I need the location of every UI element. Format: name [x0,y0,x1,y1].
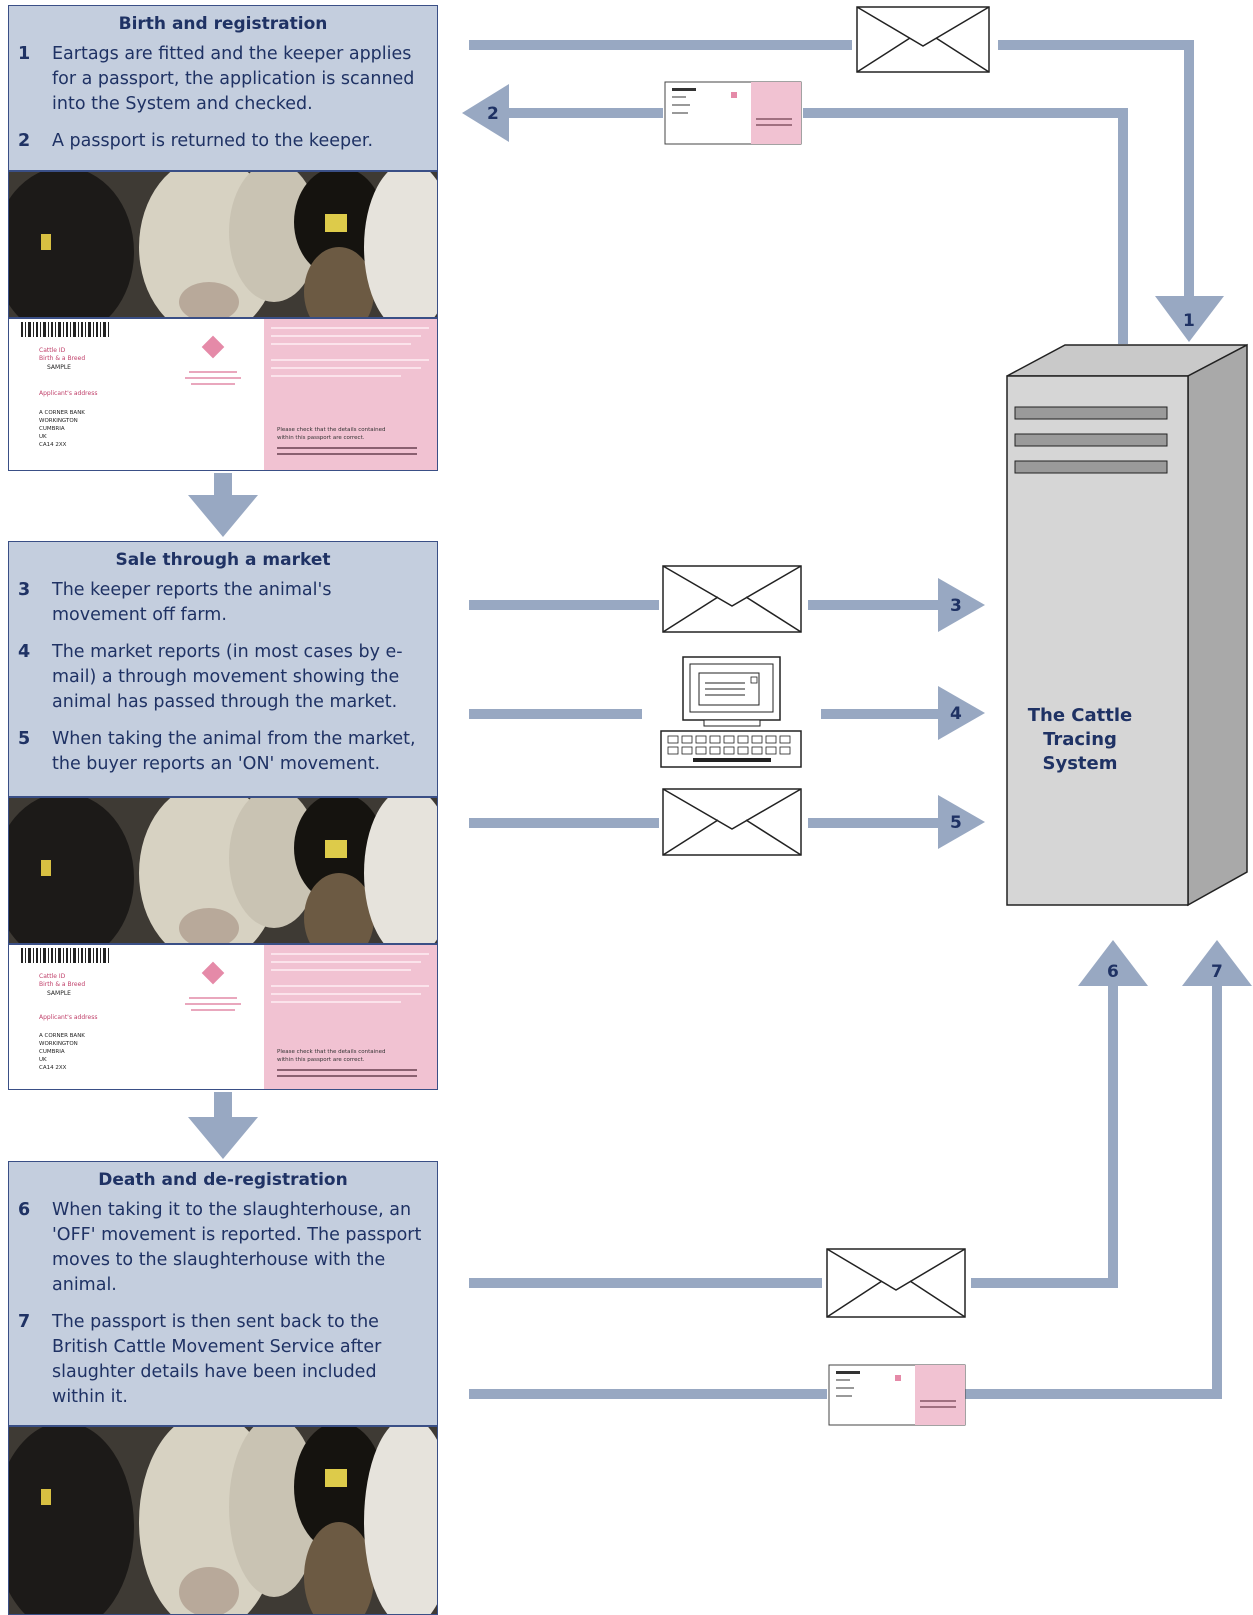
server-label-line2: Tracing System [1042,729,1118,774]
passport-text: Applicant's address [39,1014,97,1021]
step-text: A passport is returned to the keeper. [52,131,374,151]
passport-text: CA14 2XX [39,442,67,448]
arrow-2 [462,84,1128,344]
passport-text: within this passport are correct. [277,435,365,441]
step-number: 1 [18,44,31,64]
step-text: When taking it to the slaughterhouse, an… [52,1200,422,1295]
cattle-photo [8,171,438,318]
passport-text: Cattle ID [39,347,66,354]
step-1: 1 Eartags are fitted and the keeper appl… [9,42,437,117]
step-4: 4 The market reports (in most cases by e… [9,640,437,715]
passport-text: A CORNER BANK [39,410,85,416]
passport-text: CUMBRIA [39,1049,65,1055]
passport-document: Cattle ID Birth & a Breed SAMPLE Applica… [8,318,438,471]
step-number: 5 [18,729,31,749]
passport-icon [664,81,802,145]
envelope-icon [856,6,990,73]
passport-text: Please check that the details contained [277,427,386,433]
passport-text: Cattle ID [39,973,66,980]
arrow-4 [469,686,985,740]
step-number: 7 [18,1312,31,1332]
panel-death-deregistration: Death and de-registration 6 When taking … [8,1161,438,1426]
step-7: 7 The passport is then sent back to the … [9,1310,437,1410]
step-text: Eartags are fitted and the keeper applie… [52,44,415,114]
step-2: 2 A passport is returned to the keeper. [9,129,437,154]
step-number: 4 [18,642,31,662]
passport-icon [828,1364,966,1426]
panel-birth-registration: Birth and registration 1 Eartags are fit… [8,5,438,171]
step-text: The passport is then sent back to the Br… [52,1312,382,1407]
passport-text: A CORNER BANK [39,1033,85,1039]
step-number: 2 [18,131,31,151]
arrow-7 [469,940,1252,1399]
cattle-photo [8,797,438,944]
panel-title: Sale through a market [115,550,331,570]
arrow-label-6: 6 [1107,962,1119,982]
step-5: 5 When taking the animal from the market… [9,727,437,777]
passport-text: Please check that the details contained [277,1049,386,1055]
arrow-label-1: 1 [1183,311,1195,331]
passport-text: SAMPLE [47,990,71,997]
passport-text: Birth & a Breed [39,355,85,362]
passport-document: Cattle ID Birth & a Breed SAMPLE Applica… [8,944,438,1090]
arrow-label-2: 2 [487,104,499,124]
arrow-6 [469,940,1148,1288]
passport-text: within this passport are correct. [277,1057,365,1063]
step-number: 6 [18,1200,31,1220]
passport-text: CA14 2XX [39,1065,67,1071]
passport-text: WORKINGTON [39,418,78,424]
panel-title: Birth and registration [118,14,328,34]
down-arrow-shaft [214,1092,232,1117]
passport-text: Applicant's address [39,390,97,397]
arrow-label-3: 3 [950,596,962,616]
envelope-icon [662,565,802,633]
passport-text: UK [39,434,47,440]
server-label-line1: The Cattle [1027,705,1133,726]
panel-title: Death and de-registration [98,1170,348,1190]
arrow-1 [469,40,1224,342]
arrow-label-5: 5 [950,813,962,833]
step-text: When taking the animal from the market, … [52,729,416,774]
passport-text: Birth & a Breed [39,981,85,988]
down-arrow-head [188,495,258,537]
arrow-5 [469,795,985,849]
down-arrow-shaft [214,473,232,495]
passport-text: SAMPLE [47,364,71,371]
down-arrow-head [188,1117,258,1159]
envelope-icon [662,788,802,856]
step-3: 3 The keeper reports the animal's moveme… [9,578,437,628]
step-text: The keeper reports the animal's movement… [52,580,332,625]
passport-text: WORKINGTON [39,1041,78,1047]
step-text: The market reports (in most cases by e-m… [52,642,403,712]
computer-icon [660,656,802,768]
passport-text: UK [39,1057,47,1063]
step-6: 6 When taking it to the slaughterhouse, … [9,1198,437,1298]
arrow-label-4: 4 [950,704,962,724]
panel-sale-market: Sale through a market 3 The keeper repor… [8,541,438,797]
cattle-photo [8,1426,438,1615]
passport-text: CUMBRIA [39,426,65,432]
arrow-label-7: 7 [1211,962,1223,982]
server-label: The Cattle Tracing System [1006,704,1154,776]
arrow-3 [469,578,985,632]
server-icon [1006,343,1248,907]
step-number: 3 [18,580,31,600]
envelope-icon [826,1248,966,1318]
